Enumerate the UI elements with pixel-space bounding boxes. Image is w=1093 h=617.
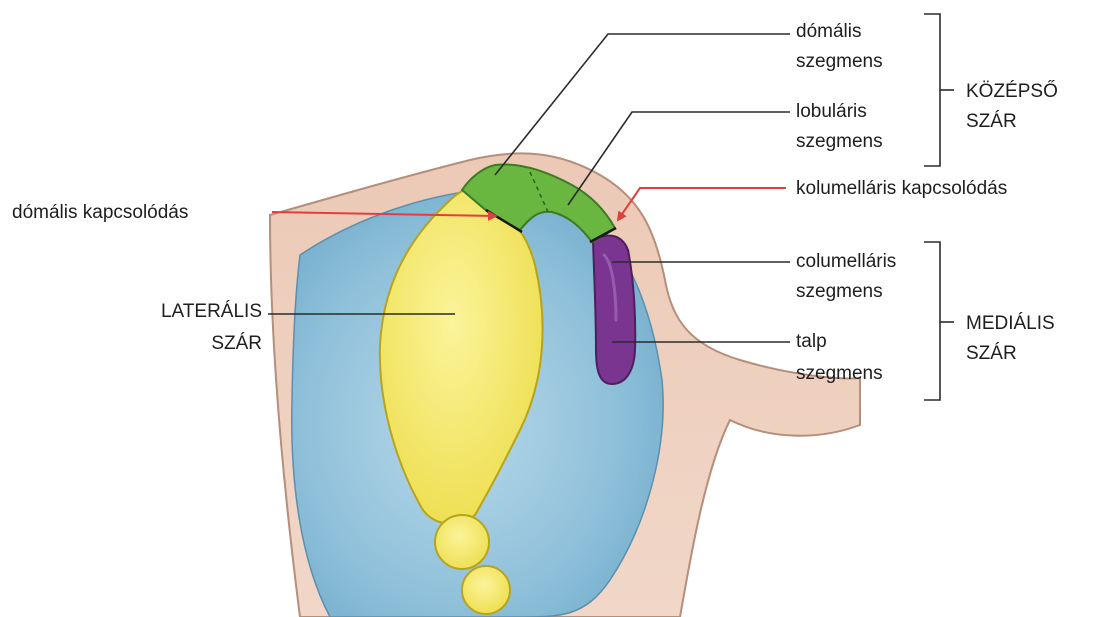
label-middle-crus: KÖZÉPSŐ SZÁR xyxy=(966,80,1058,134)
label-medial-crus: MEDIÁLIS SZÁR xyxy=(966,312,1055,366)
label-middle-crus-line2: SZÁR xyxy=(966,110,1058,134)
label-lateral-crus-line2: SZÁR xyxy=(120,332,262,356)
medial-crus-cartilage xyxy=(593,236,635,384)
label-lateral-crus: LATERÁLIS SZÁR xyxy=(120,300,262,356)
label-footplate-segment-line2: szegmens xyxy=(796,362,883,386)
label-middle-crus-line1: KÖZÉPSŐ xyxy=(966,80,1058,104)
bracket-medial-crus xyxy=(924,242,940,400)
label-domal-segment-line1: dómális xyxy=(796,20,883,44)
bracket-middle-crus xyxy=(924,14,940,166)
label-domal-segment: dómális szegmens xyxy=(796,20,883,74)
label-lobular-segment-line1: lobuláris xyxy=(796,100,883,124)
label-medial-crus-line1: MEDIÁLIS xyxy=(966,312,1055,336)
lateral-crus-accessory-1 xyxy=(435,515,489,569)
label-footplate-segment: talp szegmens xyxy=(796,330,883,386)
label-columellar-junction: kolumelláris kapcsolódás xyxy=(796,177,1007,201)
label-lobular-segment-line2: szegmens xyxy=(796,130,883,154)
lateral-crus-accessory-2 xyxy=(462,566,510,614)
label-columellar-segment-line2: szegmens xyxy=(796,280,896,304)
label-columellar-segment-line1: columelláris xyxy=(796,250,896,274)
label-domal-segment-line2: szegmens xyxy=(796,50,883,74)
label-columellar-segment: columelláris szegmens xyxy=(796,250,896,304)
label-footplate-segment-line1: talp xyxy=(796,330,883,354)
label-medial-crus-line2: SZÁR xyxy=(966,342,1055,366)
label-domal-junction: dómális kapcsolódás xyxy=(12,201,188,225)
label-lateral-crus-line1: LATERÁLIS xyxy=(120,300,262,324)
label-lobular-segment: lobuláris szegmens xyxy=(796,100,883,154)
